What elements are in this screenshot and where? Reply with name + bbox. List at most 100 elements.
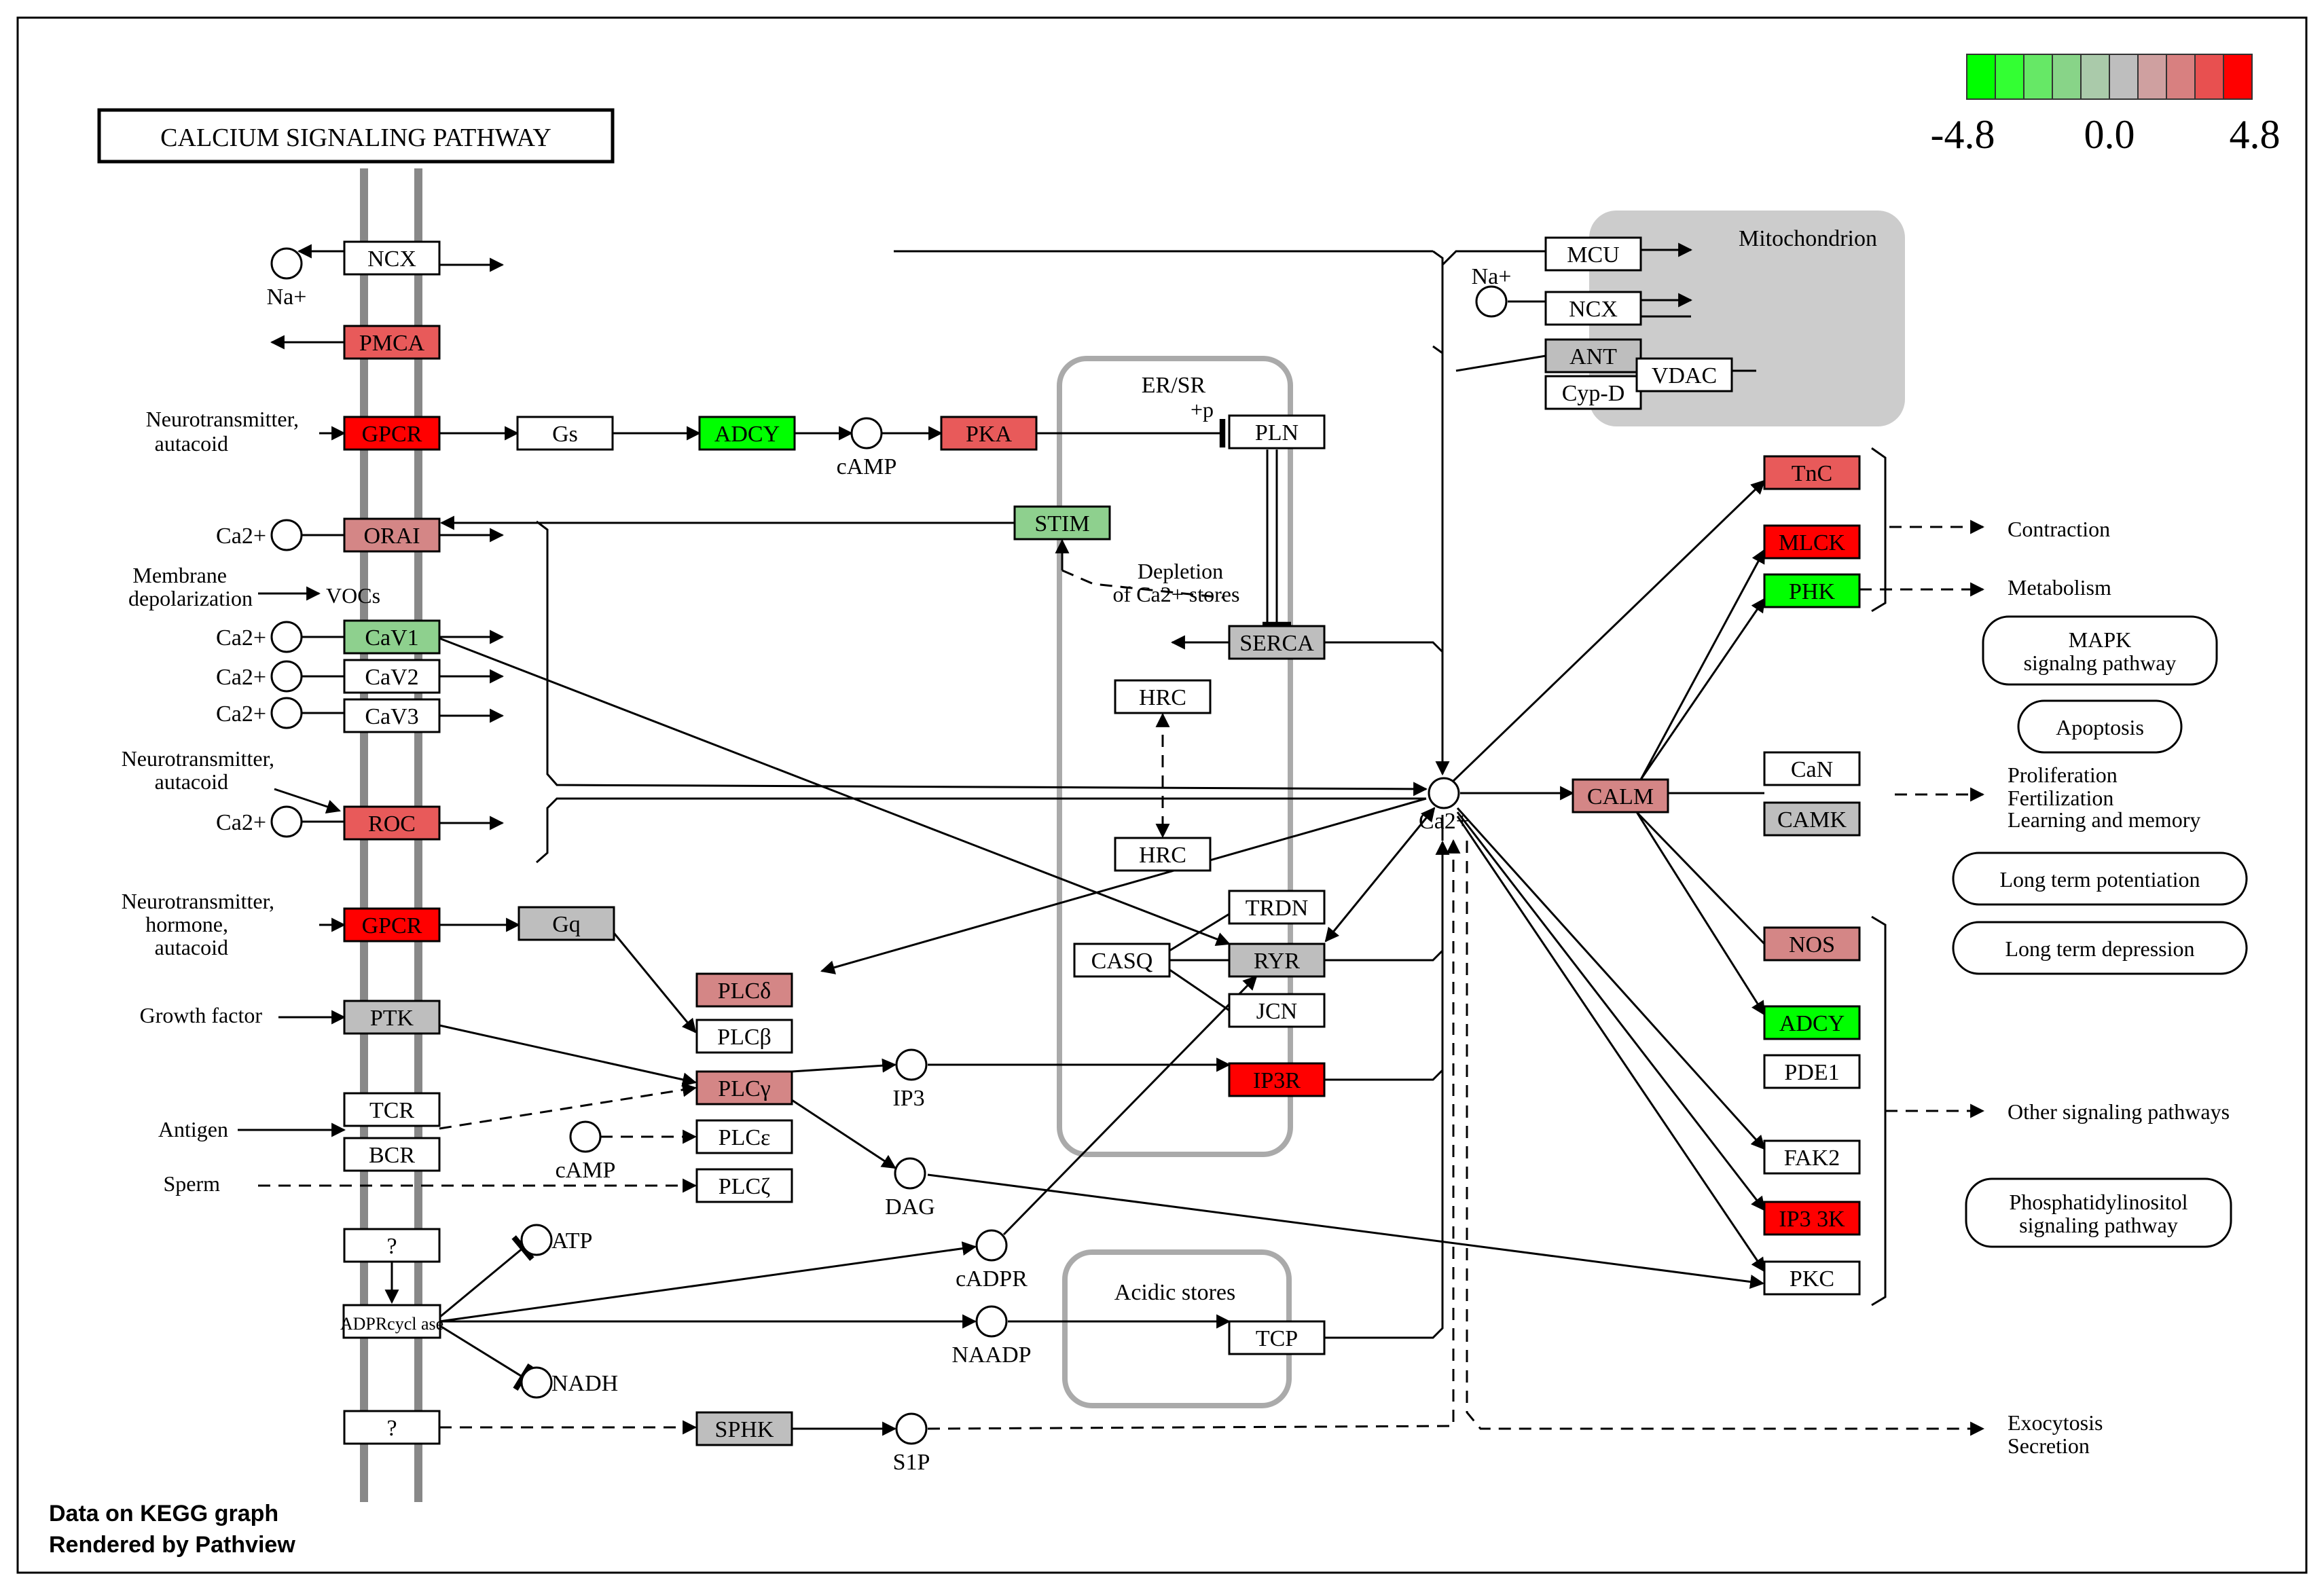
pathway-link-label: Phosphatidylinositol: [2009, 1190, 2187, 1214]
gene-node-plcz[interactable]: PLCζ: [695, 1168, 793, 1203]
compound-label: Na+: [1472, 264, 1512, 289]
gene-node-ncx[interactable]: NCX: [343, 240, 441, 276]
compound-node-cadpr[interactable]: cADPR: [956, 1229, 1028, 1292]
gene-node-sphk[interactable]: SPHK: [695, 1411, 793, 1446]
gene-node-ncx2[interactable]: NCX: [1544, 291, 1642, 326]
compound-node-ip3[interactable]: IP3: [892, 1048, 928, 1111]
compound-node-s1p[interactable]: S1P: [893, 1412, 930, 1475]
annotation-nt3a: Neurotransmitter,: [122, 889, 274, 913]
annotation-metabolism: Metabolism: [2008, 575, 2111, 600]
gene-node-roc[interactable]: ROC: [343, 805, 441, 841]
gene-label: TnC: [1792, 461, 1832, 486]
gene-box: [343, 805, 441, 841]
gene-node-hrc1[interactable]: HRC: [1114, 679, 1212, 714]
gene-node-gpcr1[interactable]: GPCR: [343, 416, 441, 451]
gene-node-pka[interactable]: PKA: [940, 416, 1038, 451]
gene-node-plcb[interactable]: PLCβ: [695, 1019, 793, 1054]
gene-box: [342, 1304, 441, 1339]
gene-node-q2[interactable]: ?: [343, 1410, 441, 1445]
gene-node-gs[interactable]: Gs: [516, 416, 614, 451]
pathway-edge: [439, 1235, 534, 1319]
compound-node-nadh[interactable]: NADH: [520, 1366, 618, 1399]
gene-node-vdac[interactable]: VDAC: [1635, 357, 1733, 392]
gene-node-phk[interactable]: PHK: [1763, 573, 1861, 608]
gene-node-mlck[interactable]: MLCK: [1763, 524, 1861, 560]
gene-node-cav1[interactable]: CaV1: [343, 619, 441, 655]
gene-node-serca[interactable]: SERCA: [1228, 625, 1326, 660]
pathway-link-label: Apoptosis: [2056, 715, 2144, 739]
gene-box: [1763, 455, 1861, 490]
gene-node-plce[interactable]: PLCε: [695, 1119, 793, 1154]
gene-node-ant[interactable]: ANT: [1544, 338, 1642, 373]
gene-node-pde1[interactable]: PDE1: [1763, 1054, 1861, 1089]
gene-label: CAMK: [1777, 807, 1847, 833]
gene-box: [343, 698, 441, 733]
compound-node-na1[interactable]: Na+: [267, 247, 307, 310]
compound-node-naadp[interactable]: NAADP: [951, 1305, 1032, 1368]
gene-label: ADCY: [714, 422, 780, 447]
pathway-link-ltp[interactable]: Long term potentiation: [1952, 852, 2248, 906]
compound-node-ca2[interactable]: Ca2+: [216, 621, 303, 653]
pathway-edge: [536, 797, 1426, 864]
gene-node-adcy2[interactable]: ADCY: [1763, 1005, 1861, 1040]
gene-node-gpcr2[interactable]: GPCR: [343, 907, 441, 943]
gene-node-cav2[interactable]: CaV2: [343, 659, 441, 694]
compound-node-ca4[interactable]: Ca2+: [216, 697, 303, 729]
gene-node-tcr[interactable]: TCR: [343, 1092, 441, 1127]
compound-label: Ca2+: [1419, 809, 1469, 834]
gene-node-camk[interactable]: CAMK: [1763, 801, 1861, 837]
gene-node-orai[interactable]: ORAI: [343, 517, 441, 553]
gene-node-adcy1[interactable]: ADCY: [698, 416, 796, 451]
gene-node-pkc[interactable]: PKC: [1763, 1260, 1861, 1296]
gene-node-plcg[interactable]: PLCγ: [695, 1070, 793, 1105]
gene-node-can[interactable]: CaN: [1763, 751, 1861, 786]
gene-node-tnc[interactable]: TnC: [1763, 455, 1861, 490]
legend-min-label: -4.8: [1931, 112, 1995, 157]
compound-node-cacenter[interactable]: Ca2+: [1419, 777, 1469, 834]
pathway-link-apoptosis[interactable]: Apoptosis: [2017, 699, 2183, 754]
compound-node-na2[interactable]: Na+: [1472, 264, 1512, 318]
legend-swatch: [2109, 54, 2139, 100]
gene-node-cypd[interactable]: Cyp-D: [1544, 375, 1642, 410]
gene-node-q1[interactable]: ?: [343, 1228, 441, 1263]
gene-node-ip3r[interactable]: IP3R: [1228, 1062, 1326, 1097]
compound-node-camp2[interactable]: cAMP: [556, 1120, 616, 1183]
gene-node-mcu[interactable]: MCU: [1544, 236, 1642, 272]
gene-node-ip33k[interactable]: IP3 3K: [1763, 1201, 1861, 1236]
compound-node-ca1[interactable]: Ca2+: [216, 519, 303, 551]
gene-node-jcn[interactable]: JCN: [1228, 993, 1326, 1028]
gene-node-cav3[interactable]: CaV3: [343, 698, 441, 733]
compound-node-ca5[interactable]: Ca2+: [216, 805, 303, 838]
gene-node-ptk[interactable]: PTK: [343, 1000, 441, 1035]
gene-node-stim[interactable]: STIM: [1013, 505, 1111, 541]
gene-node-pmca[interactable]: PMCA: [343, 325, 441, 360]
gene-node-pln[interactable]: PLN: [1228, 414, 1326, 450]
gene-node-gq[interactable]: Gq: [518, 906, 615, 941]
gene-label: PMCA: [359, 331, 425, 356]
gene-node-plcd[interactable]: PLCδ: [695, 972, 793, 1008]
compound-node-ca3[interactable]: Ca2+: [216, 660, 303, 693]
gene-node-ryr[interactable]: RYR: [1228, 943, 1326, 978]
footer-line-2: Rendered by Pathview: [49, 1532, 295, 1558]
gene-node-casq[interactable]: CASQ: [1073, 943, 1171, 978]
pathway-edge: [439, 1241, 977, 1323]
compound-node-atp[interactable]: ATP: [520, 1224, 592, 1256]
pathway-link-ltd[interactable]: Long term depression: [1952, 921, 2248, 975]
gene-box: [695, 1070, 793, 1105]
gene-node-trdn[interactable]: TRDN: [1228, 890, 1326, 925]
gene-label: BCR: [369, 1143, 415, 1168]
gene-node-tcp[interactable]: TCP: [1228, 1320, 1326, 1355]
gene-node-adprcyclase[interactable]: ADPRcycl ase: [340, 1304, 443, 1339]
gene-node-hrc2[interactable]: HRC: [1114, 837, 1212, 872]
gene-node-bcr[interactable]: BCR: [343, 1137, 441, 1172]
pathway-edge: [1871, 915, 1887, 1306]
gene-label: TCP: [1256, 1326, 1298, 1351]
compound-node-camp1[interactable]: cAMP: [837, 417, 897, 479]
compound-circle: [975, 1305, 1008, 1338]
gene-node-nos[interactable]: NOS: [1763, 926, 1861, 962]
gene-node-calm[interactable]: CALM: [1572, 778, 1669, 813]
compound-node-dag[interactable]: DAG: [885, 1157, 935, 1220]
gene-node-fak2[interactable]: FAK2: [1763, 1139, 1861, 1175]
